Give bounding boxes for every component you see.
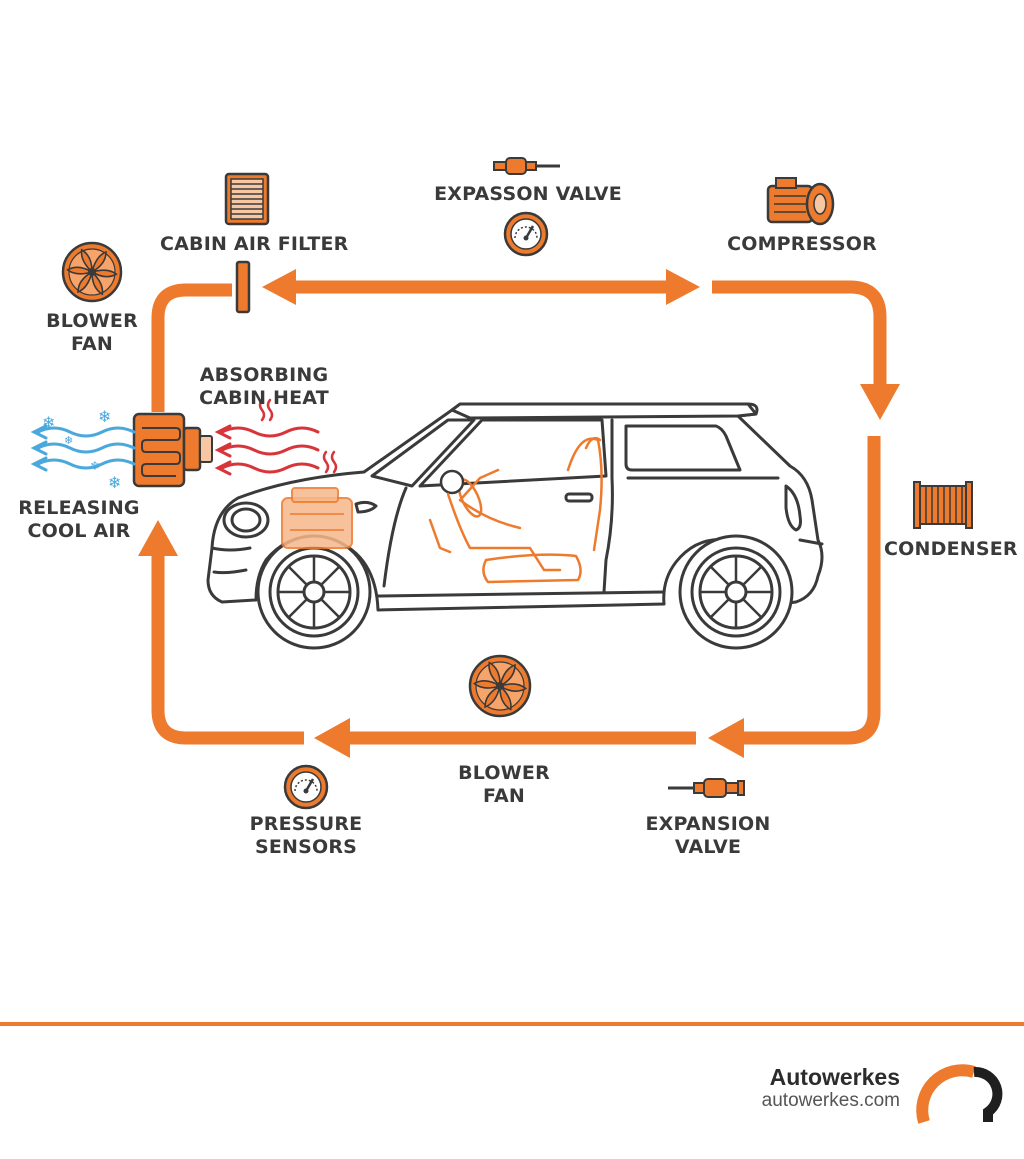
label-blower-fan-left: BLOWER FAN — [40, 310, 144, 356]
inline-filter-icon — [235, 260, 251, 314]
loop-left-upper — [151, 283, 232, 412]
label-expansion-bottom-line2: VALVE — [674, 836, 742, 858]
label-pressure-line2: SENSORS — [254, 836, 358, 858]
label-absorbing-cabin-heat: ABSORBING CABIN HEAT — [196, 364, 332, 410]
label-blower-fan-left-line1: BLOWER — [46, 310, 138, 332]
svg-text:❄: ❄ — [90, 459, 100, 473]
loop-bottom-arrowhead-left — [314, 718, 350, 758]
label-pressure-sensors: PRESSURE SENSORS — [244, 813, 368, 859]
label-blower-fan-left-line2: FAN — [70, 333, 113, 355]
label-blower-fan-bottom: BLOWER FAN — [452, 762, 556, 808]
cool-air-flow — [30, 424, 136, 472]
valve-icon-bottom — [668, 778, 745, 798]
fan-icon — [61, 241, 123, 303]
valve-icon — [493, 157, 560, 175]
label-expansion-valve-top: EXPASSON VALVE — [434, 183, 622, 205]
brand-url[interactable]: autowerkes.com — [761, 1090, 900, 1111]
snowflake-icon: ❄ ❄ ❄ ❄ ❄ — [42, 407, 121, 492]
label-expansion-bottom-line1: EXPANSION — [645, 813, 771, 835]
label-expansion-valve-bottom: EXPANSION VALVE — [640, 813, 776, 859]
loop-top-arrowhead-right — [666, 269, 700, 305]
engine-icon — [281, 487, 353, 549]
label-releasing-line1: RELEASING — [18, 497, 140, 519]
cabin-heat-flow — [214, 398, 338, 476]
brand-logo — [916, 1064, 1003, 1124]
label-condenser: CONDENSER — [884, 538, 1018, 560]
svg-text:❄: ❄ — [42, 413, 55, 432]
label-blower-fan-bottom-line1: BLOWER — [458, 762, 550, 784]
label-releasing-cool-air: RELEASING COOL AIR — [14, 497, 144, 543]
compressor-icon — [766, 177, 835, 226]
footer-divider — [0, 1022, 1024, 1026]
brand-name: Autowerkes — [769, 1064, 900, 1090]
label-absorbing-line2: CABIN HEAT — [199, 387, 329, 409]
loop-left-arrowhead — [138, 520, 178, 556]
label-pressure-line1: PRESSURE — [249, 813, 363, 835]
car-rear-window — [624, 424, 742, 472]
cabin-filter-icon — [224, 172, 270, 226]
svg-text:❄: ❄ — [108, 473, 121, 492]
svg-text:❄: ❄ — [98, 407, 111, 426]
car-front-window — [418, 418, 608, 488]
pressure-gauge-icon — [283, 764, 329, 810]
label-absorbing-line1: ABSORBING — [199, 364, 329, 386]
car-windshield — [370, 418, 476, 488]
svg-text:❄: ❄ — [64, 434, 73, 447]
loop-top-right-corner — [712, 280, 887, 388]
gauge-icon — [503, 211, 549, 257]
loop-top-arrowhead-left — [262, 269, 296, 305]
label-cabin-air-filter: CABIN AIR FILTER — [160, 233, 349, 255]
fan-icon-bottom — [468, 654, 532, 718]
label-blower-fan-bottom-line2: FAN — [482, 785, 525, 807]
evaporator-icon — [132, 412, 213, 488]
label-releasing-line2: COOL AIR — [27, 520, 131, 542]
loop-left-lower — [151, 556, 304, 745]
refrigerant-loop — [138, 269, 900, 758]
car-icon — [206, 402, 824, 650]
loop-bottom-arrowhead-right — [708, 718, 744, 758]
car-interior — [428, 437, 603, 584]
loop-right-arrowhead — [860, 384, 900, 420]
loop-right-lower — [742, 436, 881, 745]
condenser-icon — [913, 481, 973, 529]
label-compressor: COMPRESSOR — [727, 233, 877, 255]
